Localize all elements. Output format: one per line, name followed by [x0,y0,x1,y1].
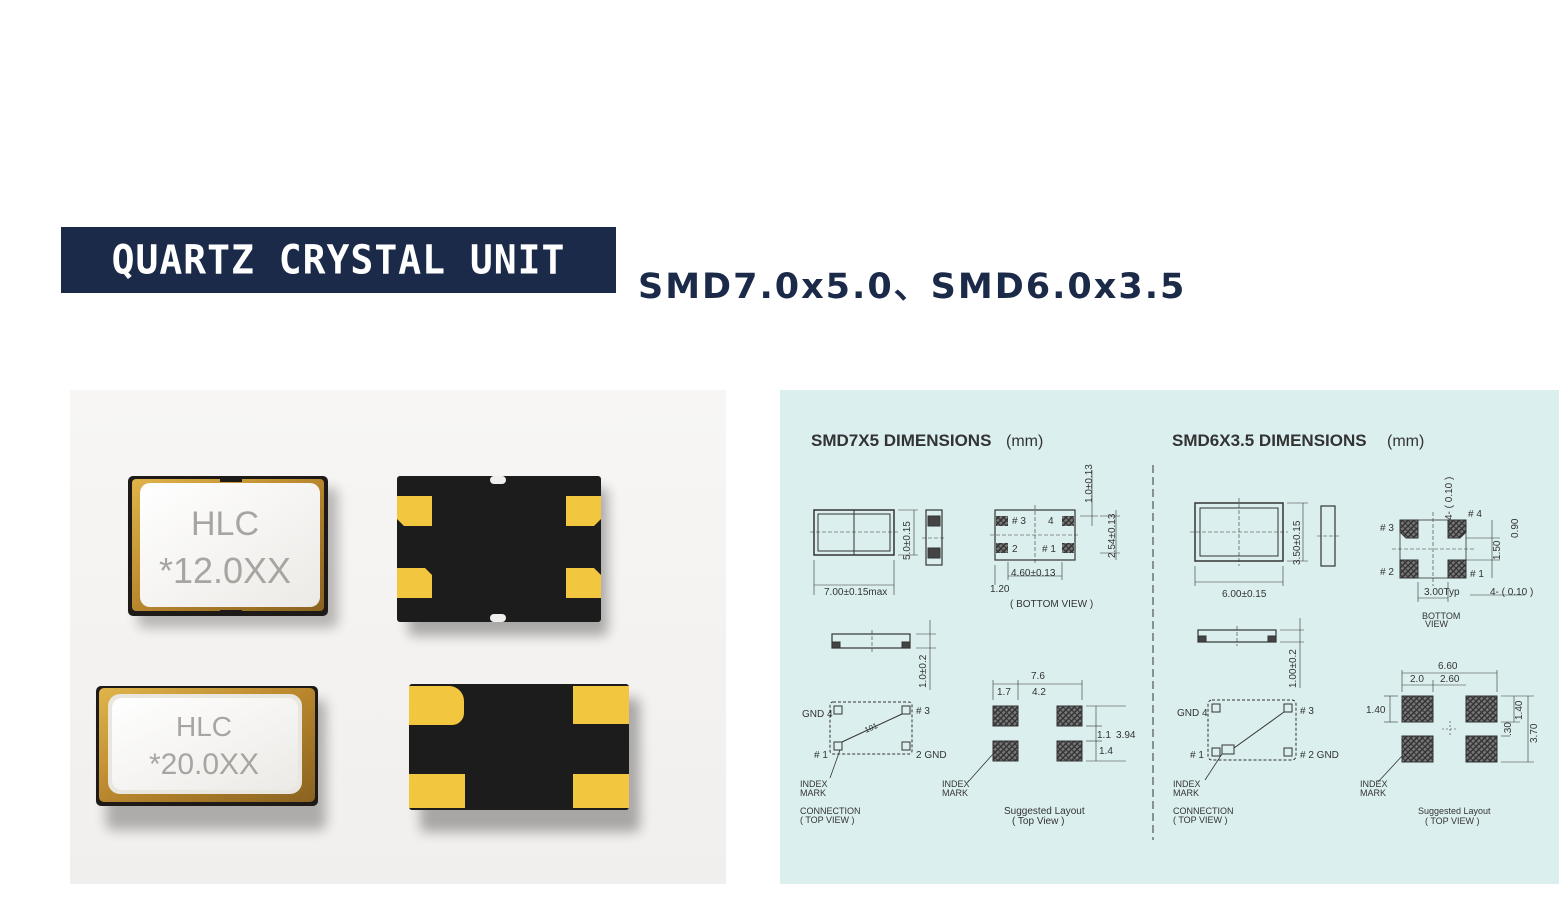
crystal-top-left: HLC *12.0XX [128,476,338,628]
page-title: QUARTZ CRYSTAL UNIT [111,236,566,284]
index-mark-label: INDEX [942,779,970,789]
crystal-bottom-right-bottom-view [409,684,640,832]
smd6x3-unit: (mm) [1387,433,1424,450]
dim-label: 2.0 [1410,674,1424,685]
pad [573,774,629,808]
index-mark-label: MARK [800,788,826,798]
pin-label: # 2 GND [1300,750,1339,761]
pin-label: # 3 [1300,706,1314,717]
dim-label: 0.90 [1510,518,1521,538]
pad [397,568,432,598]
layout-label: Suggested Layout [1418,806,1491,816]
connection-label: CONNECTION [800,806,861,816]
layout-label: ( Top View ) [1012,816,1064,827]
connection-label: ( TOP VIEW ) [800,815,855,825]
pad-label: # 3 [1380,523,1394,534]
pad-label: 2 [1012,544,1018,555]
dim-label: 7.6 [1031,671,1045,682]
dim-label: 1.00±0.2 [1288,649,1299,688]
pad [409,774,465,808]
dim-label: .30 [1503,722,1514,736]
pin-label: GND 4 [1177,708,1208,719]
index-mark-label: INDEX [1360,779,1388,789]
index-mark-label: INDEX [1173,779,1201,789]
dim-label: 3.94 [1116,730,1136,741]
dim-label: 1.40 [1514,700,1525,720]
pad [566,568,601,598]
connection-label: ( TOP VIEW ) [1173,815,1228,825]
pad-label: 4 [1048,516,1054,527]
dim-label: 4- ( 0.10 ) [1444,477,1455,520]
pin-label: GND 4 [802,709,833,720]
index-mark-label: MARK [1173,788,1199,798]
product-photo: HLC *12.0XX HLC *20.0XX [70,390,726,884]
pin-label: # 3 [916,706,930,717]
pad [566,496,601,526]
smd6x3-drawings: 3.50±0.15 6.00±0.15 # 3 # 4 # 2 # 1 4- (… [1173,477,1540,826]
dim-label: 2.54±0.13 [1107,513,1118,558]
dim-label: 6.00±0.15 [1222,589,1267,600]
pad-label: # 1 [1042,544,1056,555]
product-photo-drawing: HLC *12.0XX HLC *20.0XX [96,476,640,832]
pad-label: # 1 [1470,569,1484,580]
dim-label: 3.70 [1529,723,1540,743]
dim-label: 1.40 [1366,705,1386,716]
dim-label: 1.20 [990,584,1010,595]
dim-label: 4- ( 0.10 ) [1490,587,1533,598]
crystal-top-right-bottom-view [397,476,608,636]
pad [409,686,464,725]
pad [573,686,629,724]
pad-label: # 2 [1380,567,1394,578]
dim-label: 2.60 [1440,674,1460,685]
page-subtitle: SMD7.0x5.0、SMD6.0x3.5 [638,267,1187,307]
pad-label: # 4 [1468,509,1482,520]
pin-label: # 1 [1190,750,1204,761]
dim-label: 5.0±0.15 [902,521,913,560]
view-label: BOTTOM [1422,611,1460,621]
title-banner: QUARTZ CRYSTAL UNIT [61,227,616,293]
pin-label: # 1 [814,750,828,761]
pin-label: 2 GND [916,750,947,761]
dim-label: 3.00Typ [1424,587,1460,598]
dim-label: 1.1 [1097,730,1111,741]
crystal-frequency: *12.0XX [159,550,291,591]
dim-label: 1.50 [1492,540,1503,560]
view-label: ( BOTTOM VIEW ) [1010,599,1093,610]
crystal-bottom-left: HLC *20.0XX [96,686,326,830]
index-mark-label: INDEX [800,779,828,789]
smd7x5-drawings: 7.00±0.15max 5.0±0.15 # 3 4 2 # 1 [800,464,1136,827]
crystal-brand: HLC [176,711,232,742]
dim-label: 4.2 [1032,687,1046,698]
dim-label: 1.7 [997,687,1011,698]
crystal-brand: HLC [191,505,259,543]
smd7x5-title: SMD7X5 DIMENSIONS [811,431,991,450]
dimension-drawing: SMD7X5 DIMENSIONS (mm) SMD6X3.5 DIMENSIO… [800,431,1540,840]
smd7x5-unit: (mm) [1006,433,1043,450]
dim-label: 1.4 [1099,746,1113,757]
pad-label: # 3 [1012,516,1026,527]
dim-label: 4.60±0.13 [1011,568,1056,579]
dimension-diagram: SMD7X5 DIMENSIONS (mm) SMD6X3.5 DIMENSIO… [780,390,1559,884]
layout-label: Suggested Layout [1004,806,1085,817]
pad [397,496,432,526]
connection-label: CONNECTION [1173,806,1234,816]
view-label: VIEW [1425,619,1449,629]
smd6x3-title: SMD6X3.5 DIMENSIONS [1172,431,1367,450]
crystal-frequency: *20.0XX [149,748,259,781]
chip-mark: 101 [863,721,879,735]
index-mark-label: MARK [1360,788,1386,798]
dim-label: 3.50±0.15 [1292,520,1303,565]
dim-label: 7.00±0.15max [824,587,887,598]
dim-label: 6.60 [1438,661,1458,672]
dim-label: 1.0±0.13 [1084,464,1095,503]
layout-label: ( TOP VIEW ) [1425,816,1480,826]
index-mark-label: MARK [942,788,968,798]
dim-label: 1.0±0.2 [918,654,929,688]
